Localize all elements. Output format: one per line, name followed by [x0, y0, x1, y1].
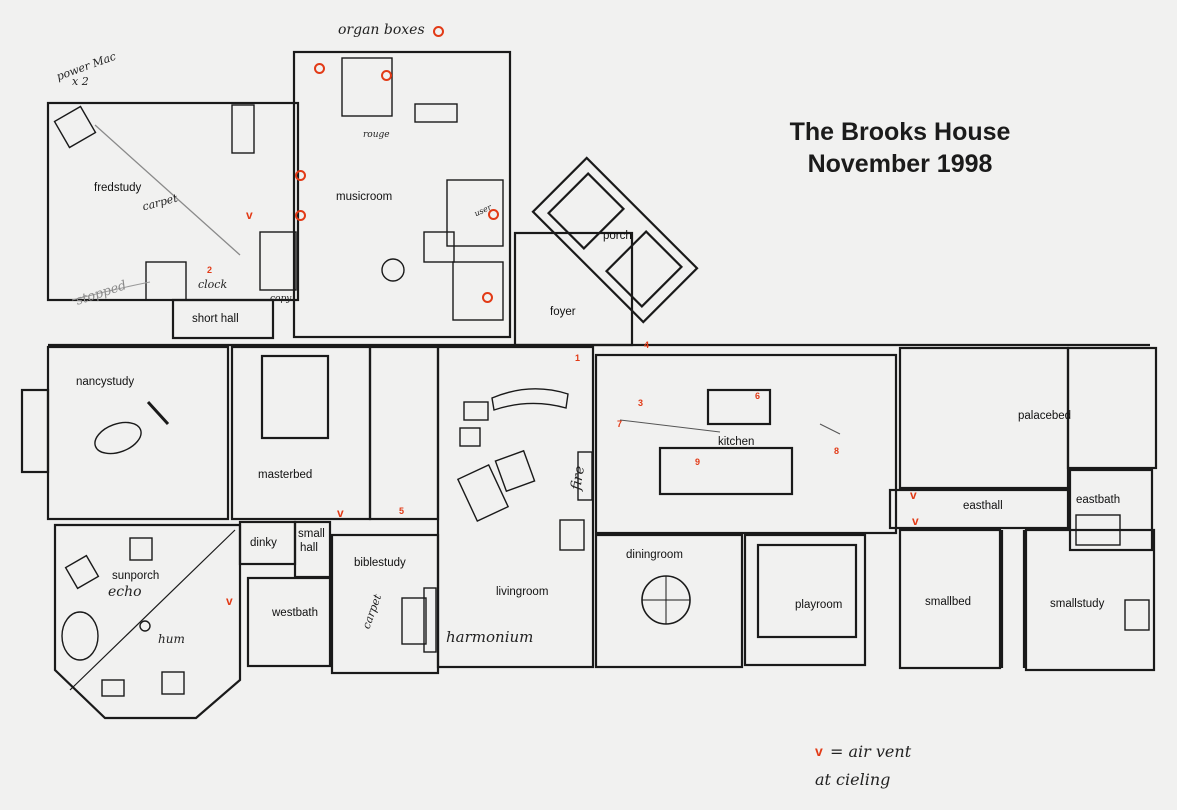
label-smallbed: smallbed — [925, 596, 972, 608]
organ-box-marker — [314, 63, 325, 74]
label-easthall: easthall — [963, 500, 1003, 512]
room-porch — [531, 156, 699, 324]
label-kitchen: kitchen — [718, 436, 755, 448]
legend-air-vent: = air vent — [830, 742, 912, 761]
room-diningroom — [594, 533, 744, 669]
room-livingroom — [436, 345, 595, 669]
marker-2: 2 — [207, 265, 213, 275]
marker-7: 7 — [617, 419, 623, 429]
note-harmonium: harmonium — [446, 628, 534, 646]
room-kitchen — [594, 353, 898, 535]
note-power-mac-count: x 2 — [72, 75, 89, 88]
legend-at-ceiling: at cieling — [815, 770, 891, 789]
label-westbath: westbath — [272, 607, 319, 619]
marker-9: 9 — [695, 457, 701, 467]
svg-text:v: v — [815, 743, 823, 759]
room-foyer — [513, 231, 634, 347]
label-diningroom: diningroom — [626, 549, 683, 561]
note-copy: copy — [270, 294, 292, 304]
room-westbath — [246, 576, 332, 668]
note-clock: clock — [198, 278, 228, 291]
label-small-hall-2: hall — [300, 542, 318, 554]
label-musicroom: musicroom — [336, 191, 393, 203]
room-easthall — [888, 488, 1070, 530]
organ-box-marker — [381, 70, 392, 81]
organ-box-marker — [295, 170, 306, 181]
label-smallstudy: smallstudy — [1050, 598, 1105, 610]
label-short-hall: short hall — [192, 313, 239, 325]
room-short-hall — [171, 298, 275, 340]
label-eastbath: eastbath — [1076, 494, 1121, 506]
marker-3: 3 — [638, 398, 644, 408]
room-hallway — [368, 345, 440, 521]
label-nancystudy: nancystudy — [76, 376, 135, 388]
organ-box-marker — [488, 209, 499, 220]
marker-8: 8 — [834, 446, 840, 456]
marker-1: 1 — [575, 353, 581, 363]
marker-5: 5 — [399, 506, 405, 516]
label-sunporch: sunporch — [112, 570, 160, 582]
label-masterbed: masterbed — [258, 469, 313, 481]
vent-fredstudy: v — [246, 208, 253, 222]
label-palacebed: palacebed — [1018, 410, 1072, 422]
room-masterbed — [230, 345, 372, 521]
label-livingroom: livingroom — [496, 586, 549, 598]
label-playroom: playroom — [795, 599, 843, 611]
vent-easthall-2: v — [912, 514, 919, 528]
organ-box-marker — [482, 292, 493, 303]
organ-box-marker — [433, 26, 444, 37]
label-biblestudy: biblestudy — [354, 557, 406, 569]
label-small-hall-1: small — [298, 528, 325, 540]
room-smallbed — [898, 528, 1002, 670]
title-line-2: November 1998 — [807, 150, 993, 178]
note-hum: hum — [158, 632, 185, 646]
marker-4: 4 — [644, 340, 650, 350]
room-musicroom — [292, 50, 512, 339]
label-porch: porch — [603, 230, 632, 242]
room-smallstudy — [1024, 528, 1156, 672]
note-rouge: rouge — [363, 130, 390, 140]
label-foyer: foyer — [550, 306, 576, 318]
label-dinky: dinky — [250, 537, 277, 549]
room-biblestudy — [330, 533, 440, 675]
label-fredstudy: fredstudy — [94, 182, 142, 194]
vent-easthall-1: v — [910, 488, 917, 502]
room-nancystudy — [46, 345, 230, 521]
note-organ-boxes: organ boxes — [338, 22, 425, 38]
marker-6: 6 — [755, 391, 761, 401]
vent-sunporch: v — [226, 594, 233, 608]
room-playroom — [743, 533, 867, 667]
organ-box-marker — [295, 210, 306, 221]
vent-masterbed: v — [337, 506, 344, 520]
room-eastbath — [1068, 468, 1154, 552]
note-echo: echo — [108, 584, 142, 600]
title-line-1: The Brooks House — [789, 118, 1011, 146]
